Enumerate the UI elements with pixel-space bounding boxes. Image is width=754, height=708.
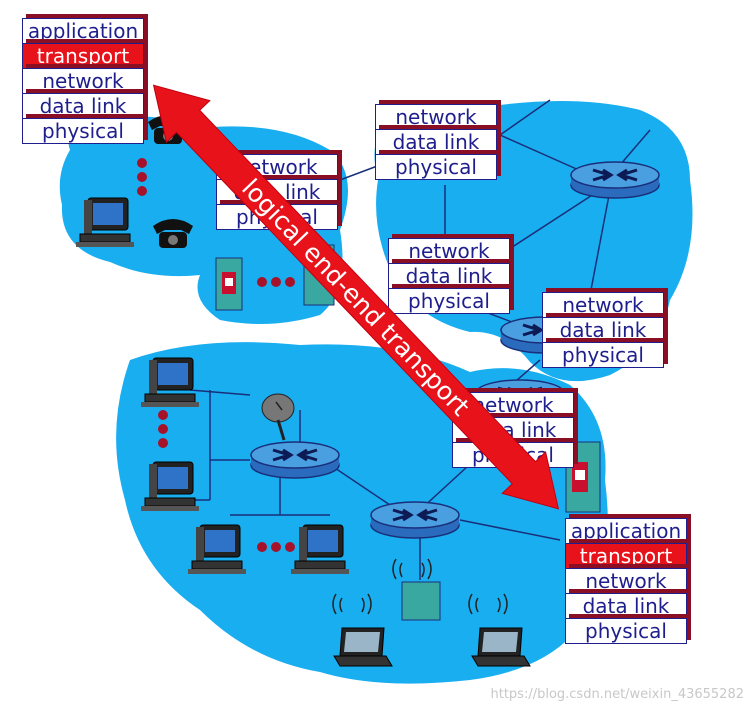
router-icon-bottom-center: [369, 500, 461, 540]
host-stack-top-left: application transport network data link …: [22, 18, 144, 144]
router-icon-bottom-left: [249, 440, 341, 480]
layer-data-link: data link: [216, 179, 338, 205]
layer-network: network: [22, 68, 144, 94]
layer-network: network: [216, 154, 338, 180]
router-stack-e: network data link physical: [452, 392, 574, 468]
router-stack-a: network data link physical: [216, 154, 338, 230]
desktop-computer-icon-4: [290, 524, 350, 575]
layer-network: network: [452, 392, 574, 418]
layer-transport: transport: [22, 43, 144, 69]
desktop-computer-icon-1: [140, 357, 200, 408]
layer-network: network: [375, 104, 497, 130]
desktop-computer-icon-top-left: [75, 197, 135, 248]
router-icon-right: [569, 160, 661, 200]
layer-physical: physical: [216, 204, 338, 230]
watermark-text: https://blog.csdn.net/weixin_43655282: [490, 687, 744, 702]
layer-data-link: data link: [565, 593, 687, 619]
router-stack-b: network data link physical: [375, 104, 497, 180]
layer-physical: physical: [375, 154, 497, 180]
router-stack-c: network data link physical: [388, 238, 510, 314]
layer-network: network: [565, 568, 687, 594]
layer-physical: physical: [452, 442, 574, 468]
wireless-base-station-icon: [392, 558, 441, 621]
layer-physical: physical: [22, 118, 144, 144]
layer-physical: physical: [542, 342, 664, 368]
layer-application: application: [22, 18, 144, 44]
host-stack-bottom-right: application transport network data link …: [565, 518, 687, 644]
desktop-computer-icon-3: [187, 524, 247, 575]
layer-data-link: data link: [375, 129, 497, 155]
layer-transport: transport: [565, 543, 687, 569]
layer-application: application: [565, 518, 687, 544]
layer-data-link: data link: [452, 417, 574, 443]
modem-icon-right: [303, 244, 335, 306]
layer-physical: physical: [388, 288, 510, 314]
layer-network: network: [542, 292, 664, 318]
layer-data-link: data link: [388, 263, 510, 289]
desktop-computer-icon-2: [140, 461, 200, 512]
layer-data-link: data link: [542, 317, 664, 343]
layer-physical: physical: [565, 618, 687, 644]
modem-icon-left: [215, 257, 243, 311]
layer-network: network: [388, 238, 510, 264]
router-stack-d: network data link physical: [542, 292, 664, 368]
layer-data-link: data link: [22, 93, 144, 119]
